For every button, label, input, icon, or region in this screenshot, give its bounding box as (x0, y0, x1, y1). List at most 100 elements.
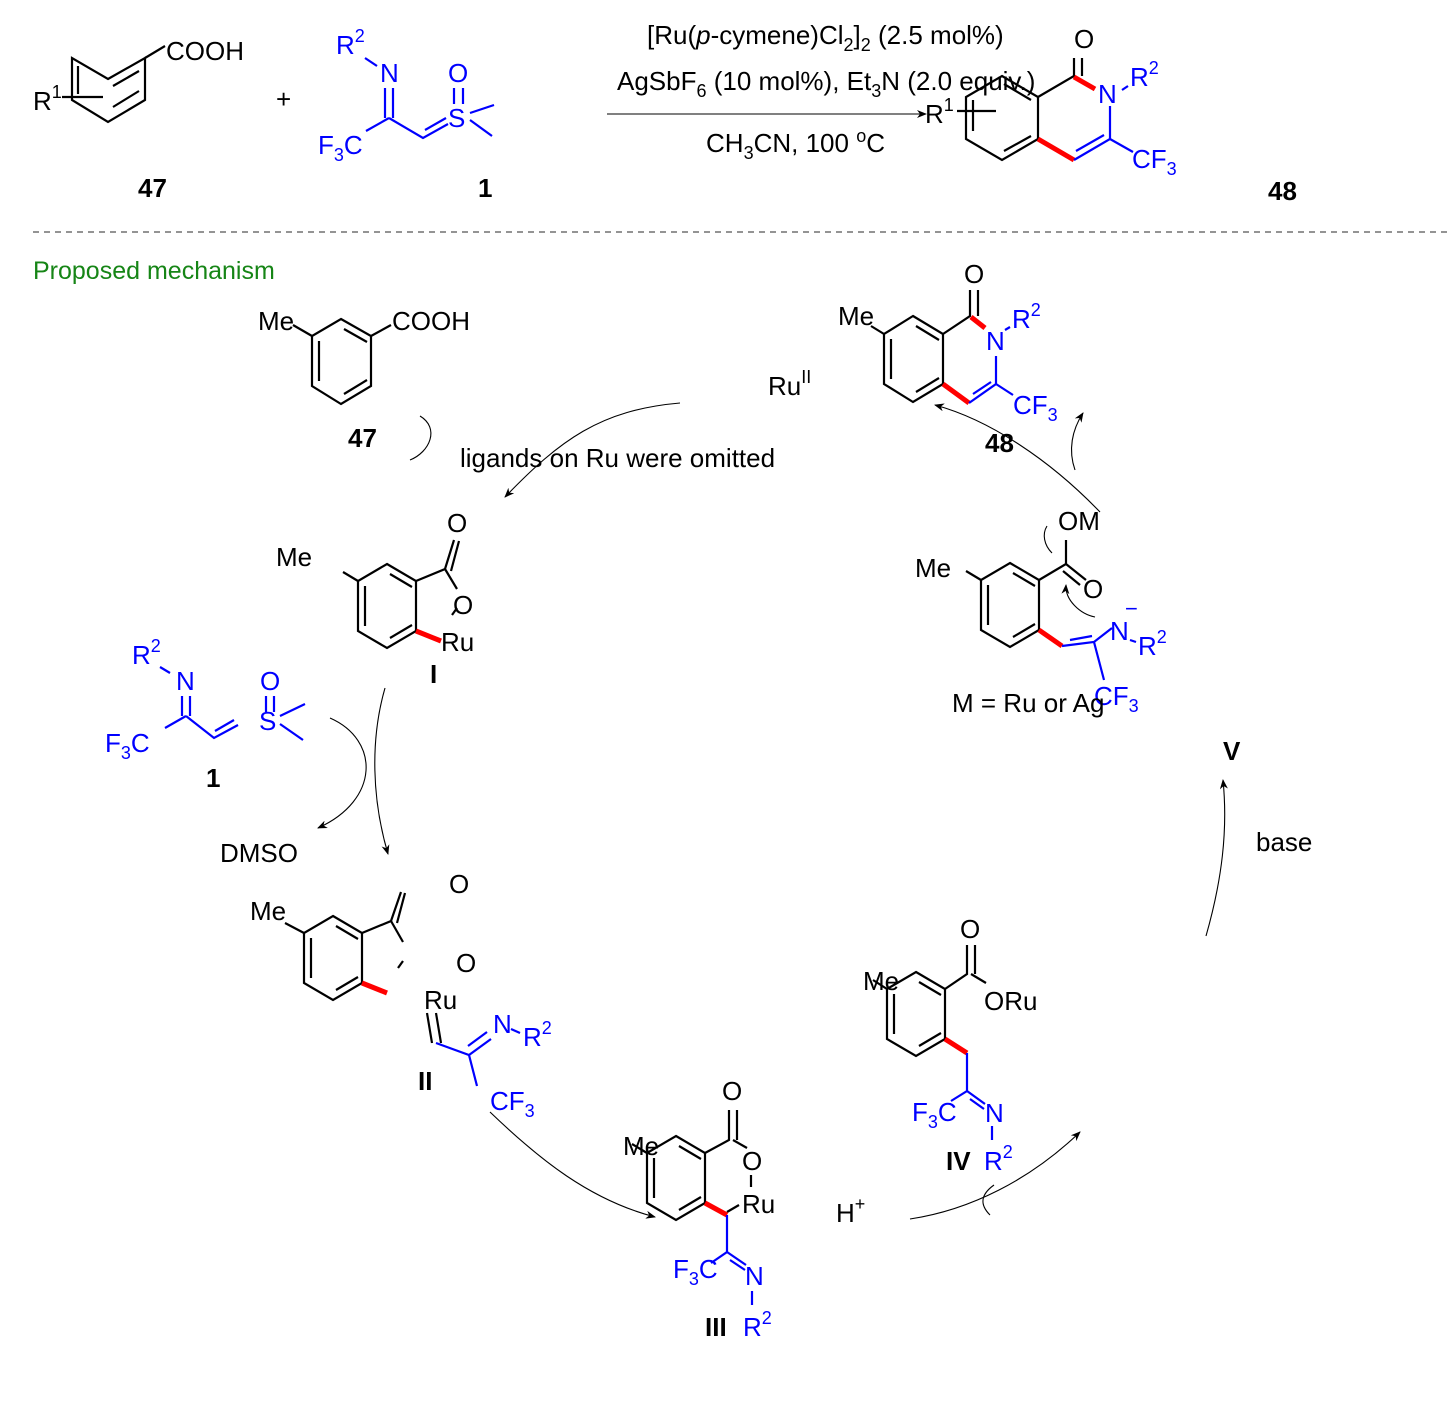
intermediate-label-IV: IV (946, 1146, 971, 1176)
conditions-line-2: AgSbF6 (10 mol%), Et3N (2.0 equiv.) (617, 66, 1035, 101)
ru-text: Ru (441, 627, 474, 657)
base-label: base (1256, 827, 1312, 857)
arrow-II-to-III (489, 1111, 656, 1219)
arrow-product-release (1071, 412, 1084, 471)
negative-charge: − (1125, 596, 1138, 621)
cf3-text: CF3 (1094, 681, 1139, 716)
compound-47-top: COOH R1 47 (33, 36, 244, 203)
compound-48-mechanism: Me O N R2 CF3 48 (838, 259, 1058, 458)
carbonyl-o-text: O (447, 508, 467, 538)
conditions-line-1: [Ru(p-cymene)Cl2]2 (2.5 mol%) (647, 20, 1004, 55)
n-text: N (985, 1098, 1004, 1128)
arrow-I-to-II (374, 687, 390, 855)
mechanism-title: Proposed mechanism (33, 257, 275, 285)
f3c-text: F3C (318, 130, 363, 165)
n-text: N (493, 1009, 512, 1039)
ruthenium-catalyst: RuII (768, 367, 811, 401)
plus-sign: + (276, 84, 291, 114)
me-text: Me (250, 896, 286, 926)
carbonyl-o-text: O (449, 869, 469, 899)
carbonyl-o-text: O (1083, 574, 1103, 604)
me-text: Me (863, 966, 899, 996)
r2-text: R2 (1012, 300, 1041, 334)
carbonyl-o-text: O (1074, 24, 1094, 54)
r2-text: R2 (523, 1018, 552, 1052)
carbonyl-o-text: O (960, 914, 980, 944)
r2-text: R2 (336, 26, 365, 60)
arrow-47-entry (409, 415, 432, 461)
compound-label-47: 47 (348, 423, 377, 453)
carbonyl-o-text: O (722, 1076, 742, 1106)
arrow-ru-to-I (504, 402, 681, 498)
compound-48-top: O N R2 CF3 R1 48 (925, 24, 1297, 206)
f3c-text: F3C (912, 1097, 957, 1132)
conditions-line-3: CH3CN, 100 oC (706, 126, 885, 163)
arrow-III-to-IV (909, 1131, 1081, 1220)
arrow-V-to-ru (934, 403, 1101, 513)
cooh-text: COOH (392, 306, 470, 336)
reaction-conditions: [Ru(p-cymene)Cl2]2 (2.5 mol%) AgSbF6 (10… (607, 20, 1035, 163)
ligand-note: ligands on Ru were omitted (460, 443, 775, 473)
intermediate-IV: Me O ORu F3C N R2 IV (863, 914, 1037, 1176)
intermediate-label-II: II (418, 1066, 432, 1096)
proton-label: H+ (836, 1194, 865, 1228)
intermediate-I: Me O O Ru I (276, 508, 474, 689)
r2-text: R2 (1130, 58, 1159, 92)
arrow-1-to-dmso (317, 717, 367, 829)
reagent-1-mechanism: R2 N F3C O S 1 (105, 636, 306, 793)
r2-text: R2 (984, 1142, 1013, 1176)
n-text: N (745, 1261, 764, 1291)
arrow-IV-to-V (1205, 779, 1228, 937)
n-anion-text: N (1110, 616, 1129, 646)
o-text: O (448, 58, 468, 88)
intermediate-II: Me O O Ru N R2 CF3 II (250, 869, 552, 1121)
intermediate-label-V: V (1223, 736, 1241, 766)
n-text: N (380, 58, 399, 88)
electron-arrow-om (1043, 525, 1053, 554)
intermediate-V: Me OM O N − R2 CF3 M = Ru or Ag V (915, 506, 1241, 766)
cf3-text: CF3 (490, 1086, 535, 1121)
f3c-text: F3C (105, 728, 150, 763)
n-text: N (1098, 79, 1117, 109)
s-text: S (259, 706, 276, 736)
cycle-arrows (317, 402, 1228, 1220)
om-text: OM (1058, 506, 1100, 536)
ru-text: Ru (742, 1189, 775, 1219)
r1-text: R1 (33, 82, 62, 116)
me-text: Me (915, 553, 951, 583)
me-text: Me (258, 306, 294, 336)
r2-text: R2 (1138, 627, 1167, 661)
compound-47-mechanism: Me COOH 47 (258, 306, 470, 453)
r1-text: R1 (925, 95, 954, 129)
me-text: Me (623, 1131, 659, 1161)
o-text: O (260, 666, 280, 696)
intermediate-III: Me O O Ru F3C N R2 III (623, 1076, 775, 1342)
compound-label-48: 48 (1268, 176, 1297, 206)
cf3-text: CF3 (1013, 390, 1058, 425)
ru-text: Ru (424, 985, 457, 1015)
carbonyl-o-text: O (964, 259, 984, 289)
compound-label-1: 1 (478, 173, 492, 203)
cf3-text: CF3 (1132, 144, 1177, 179)
n-text: N (176, 666, 195, 696)
intermediate-label-I: I (430, 659, 437, 689)
cooh-text: COOH (166, 36, 244, 66)
reagent-label-1: 1 (206, 763, 220, 793)
intermediate-label-III: III (705, 1312, 727, 1342)
me-text: Me (276, 542, 312, 572)
compound-label-47: 47 (138, 173, 167, 203)
metal-definition: M = Ru or Ag (952, 688, 1104, 718)
oru-text: ORu (984, 986, 1037, 1016)
electron-arrow-n (1061, 584, 1096, 618)
me-text: Me (838, 301, 874, 331)
f3c-text: F3C (673, 1254, 718, 1289)
arrow-proton-entry (982, 1184, 995, 1216)
r2-text: R2 (743, 1308, 772, 1342)
compound-1-top: R2 N F3C S O 1 (318, 26, 495, 203)
r2-text: R2 (132, 636, 161, 670)
dmso-byproduct: DMSO (220, 838, 298, 868)
ester-o-text: O (742, 1146, 762, 1176)
n-text: N (986, 326, 1005, 356)
ester-o-text: O (453, 590, 473, 620)
